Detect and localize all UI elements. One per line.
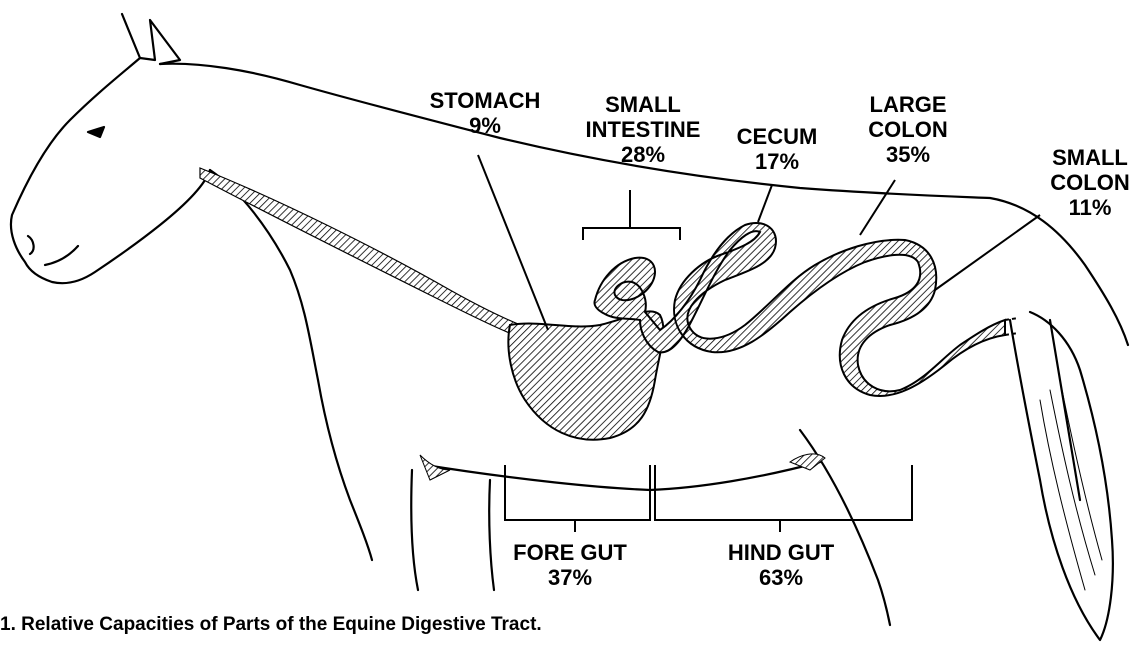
- label-cecum: CECUM 17%: [722, 124, 832, 174]
- cecum-pct: 17%: [722, 149, 832, 174]
- label-small-intestine: SMALL INTESTINE 28%: [568, 92, 718, 167]
- label-stomach: STOMACH 9%: [415, 88, 555, 138]
- large-colon-name2: COLON: [848, 117, 968, 142]
- hind-gut-name: HIND GUT: [706, 540, 856, 565]
- stomach-pct: 9%: [415, 113, 555, 138]
- fore-gut-pct: 37%: [495, 565, 645, 590]
- figure-caption: 1. Relative Capacities of Parts of the E…: [0, 614, 542, 636]
- label-fore-gut: FORE GUT 37%: [495, 540, 645, 590]
- small-intestine-name2: INTESTINE: [568, 117, 718, 142]
- large-colon-pct: 35%: [848, 142, 968, 167]
- small-colon-name2: COLON: [1040, 170, 1140, 195]
- label-large-colon: LARGE COLON 35%: [848, 92, 968, 167]
- cecum-name: CECUM: [722, 124, 832, 149]
- small-colon-name1: SMALL: [1040, 145, 1140, 170]
- hind-gut-pct: 63%: [706, 565, 856, 590]
- label-hind-gut: HIND GUT 63%: [706, 540, 856, 590]
- stomach-organ: [508, 311, 663, 439]
- fore-gut-name: FORE GUT: [495, 540, 645, 565]
- small-intestine-name1: SMALL: [568, 92, 718, 117]
- stomach-name: STOMACH: [415, 88, 555, 113]
- small-colon-pct: 11%: [1040, 195, 1140, 220]
- small-intestine-pct: 28%: [568, 142, 718, 167]
- esophagus: [200, 168, 550, 345]
- large-colon-name1: LARGE: [848, 92, 968, 117]
- label-small-colon: SMALL COLON 11%: [1040, 145, 1140, 220]
